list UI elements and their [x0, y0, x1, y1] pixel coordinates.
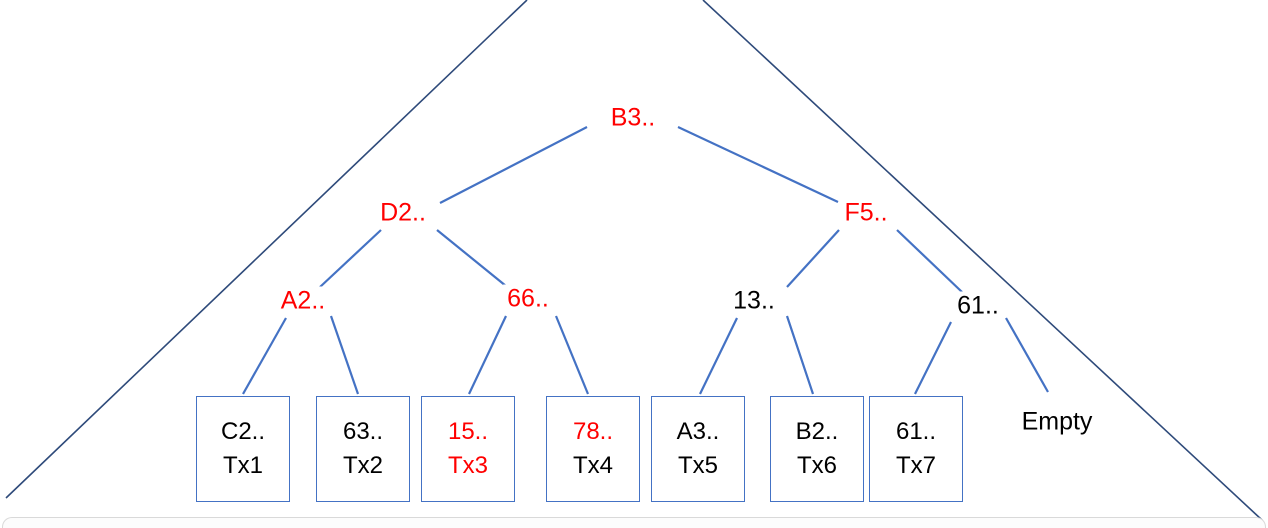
leaf-tx-label: Tx3	[447, 452, 488, 479]
edge-13-tx6	[785, 315, 815, 395]
edge-d2-a2	[319, 229, 382, 288]
leaf-box-tx5: A3.. Tx5	[651, 396, 745, 502]
edge-66-tx4	[554, 315, 590, 395]
edge-b3-d2	[439, 126, 588, 204]
edge-61-tx7	[914, 321, 952, 395]
leaf-box-tx7: 61.. Tx7	[869, 396, 963, 502]
leaf-box-tx6: B2.. Tx6	[770, 396, 864, 502]
leaf-box-tx3: 15.. Tx3	[421, 396, 515, 502]
leaf-tx-label: Tx1	[222, 452, 263, 479]
leaf-hash: 61..	[895, 417, 937, 445]
node-f5: F5..	[840, 198, 892, 228]
leaf-box-tx4: 78.. Tx4	[546, 396, 640, 502]
edge-66-tx3	[468, 315, 507, 395]
node-61: 61..	[953, 291, 1003, 321]
leaf-tx-label: Tx6	[796, 452, 837, 479]
leaf-hash: 63..	[342, 417, 384, 445]
leaf-tx-label: Tx4	[572, 452, 613, 479]
edge-13-tx5	[699, 317, 738, 395]
leaf-hash: A3..	[676, 417, 720, 445]
edge-a2-tx2	[329, 315, 360, 395]
leaf-hash: 15..	[447, 417, 489, 445]
leaf-box-tx2: 63.. Tx2	[316, 396, 410, 502]
node-66: 66..	[503, 284, 553, 314]
leaf-tx-label: Tx2	[342, 452, 383, 479]
node-a2: A2..	[276, 286, 330, 316]
edge-61-empty	[1005, 317, 1049, 393]
edge-f5-13	[786, 229, 840, 288]
node-13: 13..	[729, 286, 779, 316]
node-root-b3: B3..	[606, 103, 660, 133]
edge-a2-tx1	[242, 317, 287, 395]
leaf-hash: 78..	[572, 417, 614, 445]
empty-slot-label: Empty	[1021, 407, 1093, 436]
leaf-tx-label: Tx5	[677, 452, 718, 479]
leaf-hash: C2..	[220, 417, 265, 445]
edge-b3-f5	[677, 126, 839, 203]
edge-f5-61	[896, 229, 963, 293]
leaf-hash: B2..	[795, 417, 839, 445]
leaf-box-tx1: C2.. Tx1	[196, 396, 290, 502]
edge-d2-66	[436, 229, 507, 287]
node-d2: D2..	[376, 198, 430, 228]
bottom-edge	[2, 517, 1266, 528]
leaf-tx-label: Tx7	[895, 452, 936, 479]
